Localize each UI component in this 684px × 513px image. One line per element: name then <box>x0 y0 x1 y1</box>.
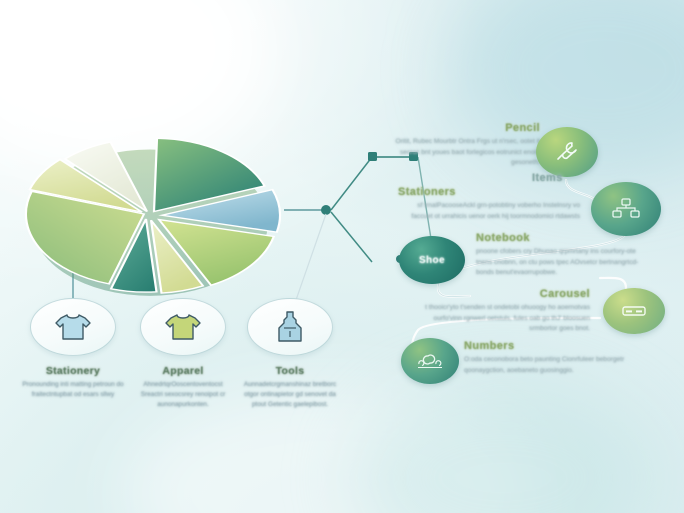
node-body: t thooicr'yto t'senden st ondetobi ohuoo… <box>425 304 590 333</box>
connector-faint-diagonal <box>295 213 327 301</box>
node-carousel-ball[interactable] <box>603 288 665 334</box>
node-ball <box>603 288 665 334</box>
card-icon-bubble <box>247 298 333 356</box>
node-shoe-ball[interactable]: Shoe <box>399 236 465 284</box>
card-body: AhnedrtqrOoscentoventocst Sreactri sexoc… <box>140 381 226 408</box>
bottle-icon <box>278 311 302 342</box>
card-apparel[interactable]: Apparel AhnedrtqrOoscentoventocst Sreact… <box>128 298 238 410</box>
pie-chart-svg <box>24 137 282 296</box>
node-ball: Shoe <box>399 236 465 284</box>
node-body: Oritit, Rubec Mourbtr Ontra Frgs ut n'rs… <box>395 138 540 167</box>
node-numbers-text[interactable]: Numbers O:oda ceconobora beto paunting C… <box>464 340 626 376</box>
tshirt-icon <box>165 314 201 340</box>
node-items-text[interactable]: Items <box>532 172 612 184</box>
branch-node-square <box>409 152 418 161</box>
card-icon-bubble <box>140 298 226 356</box>
node-notebook-text[interactable]: Notebook pnoone cfobers cry Dhuoao qrpmr… <box>476 232 652 279</box>
pie-slice-teal <box>109 218 158 293</box>
cloud-icon <box>418 354 442 369</box>
node-ball <box>401 338 459 384</box>
device-icon <box>622 306 646 316</box>
node-pencil-ball[interactable] <box>536 127 598 177</box>
node-items-ball[interactable] <box>591 182 661 236</box>
node-title: Stationers <box>398 186 456 198</box>
node-ball-label: Shoe <box>418 254 446 266</box>
card-body: Aunnadetcrgmanshinaz bretborc otgor onti… <box>243 381 337 408</box>
tshirt-icon <box>55 314 91 340</box>
connector-pie-to-hub <box>284 152 418 263</box>
node-stationers-text[interactable]: Stationers sf trnalPacooseAckl grn-potob… <box>398 186 580 222</box>
pie-slice-lime <box>156 218 276 287</box>
card-title: Tools <box>275 365 305 377</box>
hub-node-dot <box>321 205 331 215</box>
node-title: Notebook <box>476 232 530 244</box>
card-stationery[interactable]: Stationery Pronounding inti matting petr… <box>18 298 128 400</box>
pie-chart <box>18 128 298 303</box>
pie-slice-blue <box>158 188 282 233</box>
node-title: Items <box>532 172 563 184</box>
pie-slice-olive <box>24 190 146 285</box>
node-carousel-text[interactable]: Carousel t thooicr'yto t'senden st ondet… <box>418 288 590 335</box>
node-numbers-ball[interactable] <box>401 338 459 384</box>
node-pencil-text[interactable]: Pencil Oritit, Rubec Mourbtr Ontra Frgs … <box>392 122 540 169</box>
branch-node-square <box>368 152 377 161</box>
card-body: Pronounding inti matting petroun do frai… <box>22 381 124 398</box>
node-ball <box>591 182 661 236</box>
node-body: sf trnalPacooseAckl grn-potobtiny voberh… <box>411 202 580 220</box>
node-title: Numbers <box>464 340 515 352</box>
wrench-icon <box>557 142 577 160</box>
card-title: Stationery <box>45 365 101 377</box>
card-icon-bubble <box>30 298 116 356</box>
node-title: Carousel <box>539 288 590 300</box>
node-ball <box>536 127 598 177</box>
node-body: O:oda ceconobora beto paunting Cionrfule… <box>464 356 625 374</box>
card-tools[interactable]: Tools Aunnadetcrgmanshinaz bretborc otgo… <box>235 298 345 410</box>
node-body: pnoone cfobers cry Dhuoao qrpmrtany ins … <box>476 248 639 277</box>
card-title: Apparel <box>162 365 204 377</box>
pie-slice-cream <box>149 219 205 294</box>
node-title: Pencil <box>505 122 540 134</box>
network-icon <box>612 198 640 218</box>
